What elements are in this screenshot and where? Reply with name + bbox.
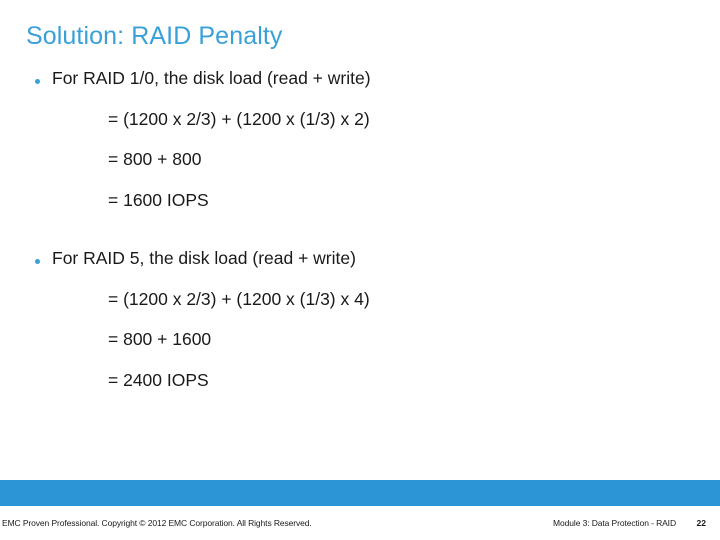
footer-copyright: EMC Proven Professional. Copyright © 201… [2, 518, 312, 528]
bullet-block-raid10: For RAID 1/0, the disk load (read + writ… [26, 68, 696, 210]
calc-line: = 2400 IOPS [108, 369, 209, 390]
footer-page-number: 22 [696, 518, 706, 528]
footer-module-label: Module 3: Data Protection - RAID [553, 518, 676, 528]
bullet-dot-icon [35, 259, 40, 264]
calc-line: = 800 + 1600 [108, 329, 212, 349]
calc-line: = (1200 x 2/3) + (1200 x (1/3) x 4) [108, 288, 370, 309]
footer-bar [0, 480, 720, 506]
bullet-text: For RAID 5, the disk load (read + write) [52, 248, 356, 268]
calc-line: = 800 + 800 [108, 149, 202, 169]
calc-line: = 1600 IOPS [108, 189, 209, 210]
bullet-text: For RAID 1/0, the disk load (read + writ… [52, 68, 371, 88]
block-spacer [26, 209, 696, 250]
bullet-dot-icon [35, 79, 40, 84]
bullet-item: For RAID 1/0, the disk load (read + writ… [26, 68, 696, 88]
slide-body: For RAID 1/0, the disk load (read + writ… [26, 68, 696, 390]
page-title: Solution: RAID Penalty [26, 22, 283, 50]
calc-line: = (1200 x 2/3) + (1200 x (1/3) x 2) [108, 108, 370, 129]
bullet-block-raid5: For RAID 5, the disk load (read + write)… [26, 248, 696, 390]
bullet-item: For RAID 5, the disk load (read + write) [26, 248, 696, 268]
